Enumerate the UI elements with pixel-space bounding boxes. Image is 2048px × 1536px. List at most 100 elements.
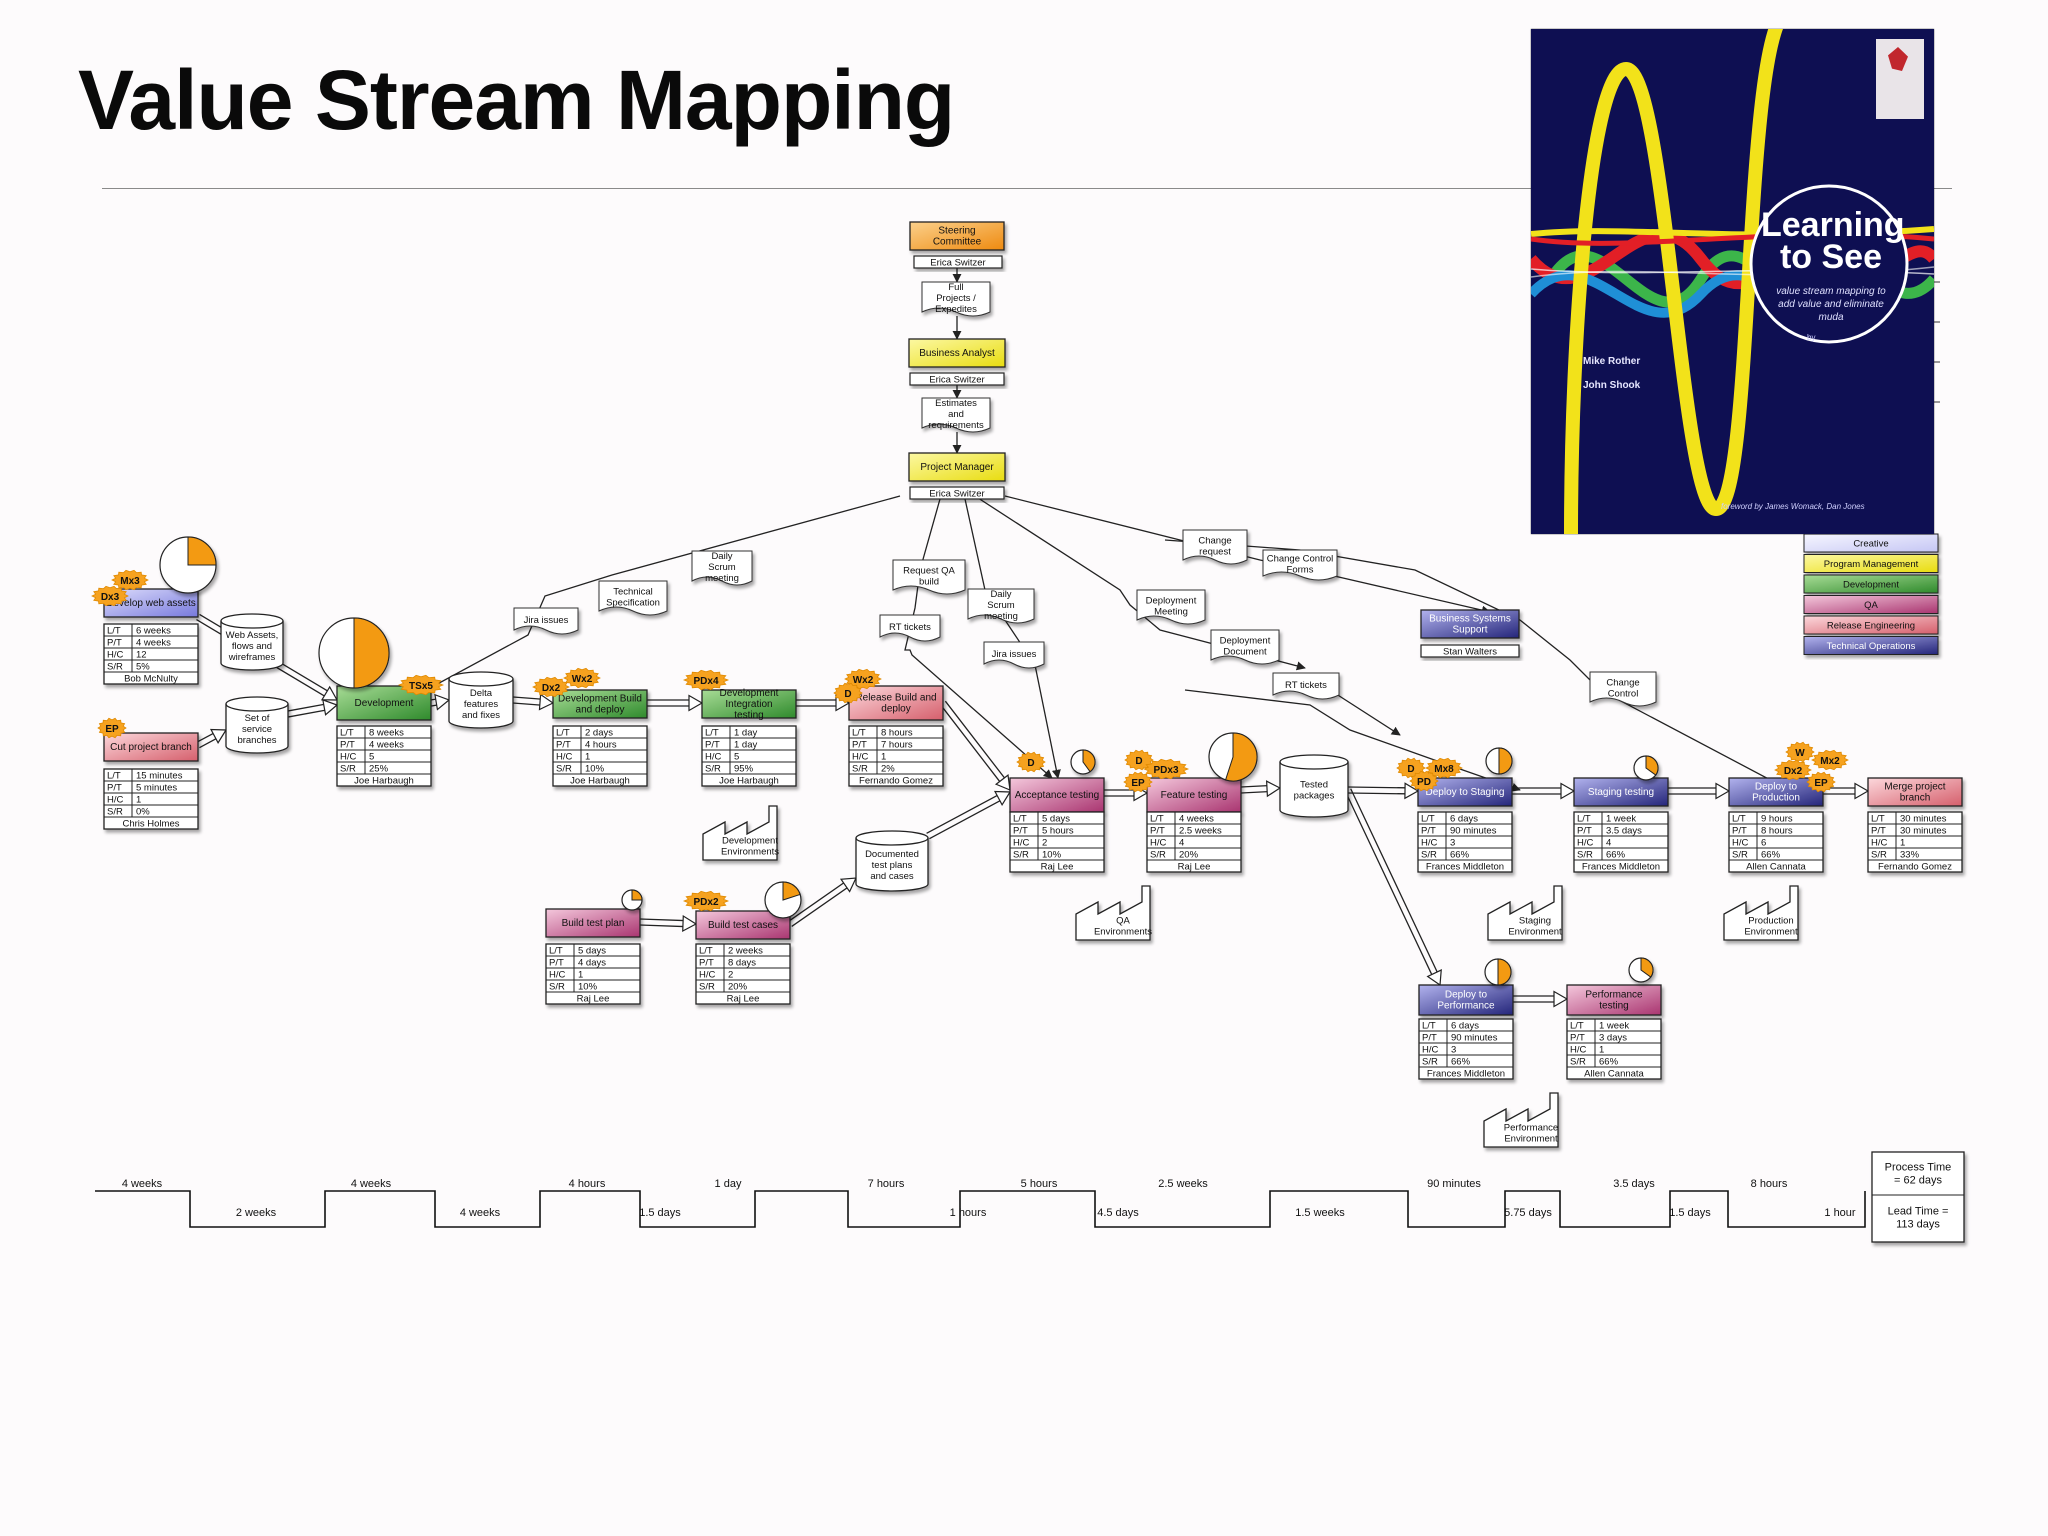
connector-line bbox=[974, 495, 1306, 671]
push-arrow-head bbox=[322, 699, 339, 716]
process-stgtest: Staging testing bbox=[1573, 777, 1669, 807]
factory-shape bbox=[1487, 885, 1563, 941]
push-arrow-head bbox=[320, 685, 339, 701]
legend-item: Technical Operations bbox=[1827, 641, 1916, 652]
book-cover-art bbox=[1531, 29, 1934, 534]
metrics-table bbox=[1566, 1018, 1662, 1080]
metric-key: P/T bbox=[1422, 1032, 1437, 1043]
burst-label: PDx4 bbox=[693, 676, 718, 687]
metric-owner: Raj Lee bbox=[727, 993, 760, 1004]
metric-value: 90 minutes bbox=[1451, 1032, 1498, 1043]
metric-key: H/C bbox=[1013, 837, 1030, 848]
metric-value: 66% bbox=[1761, 849, 1781, 860]
burst-shape bbox=[682, 669, 730, 691]
process-box bbox=[908, 452, 1006, 482]
note-shape bbox=[1262, 549, 1338, 581]
burst-label: Dx3 bbox=[101, 592, 120, 603]
note-jira-issues-2: Jira issues bbox=[983, 641, 1045, 669]
title-divider bbox=[102, 188, 1952, 189]
metric-key: S/R bbox=[1577, 849, 1593, 860]
metric-value: 33% bbox=[1900, 849, 1920, 860]
burst-label: TSx5 bbox=[409, 681, 433, 692]
metrics-table bbox=[1417, 811, 1513, 873]
timeline-wait-time: 4.5 days bbox=[1097, 1207, 1139, 1219]
inventory-cylinder bbox=[220, 613, 284, 671]
process-box bbox=[1418, 984, 1514, 1016]
burst-shape bbox=[844, 668, 882, 690]
timeline-value-time: 4 weeks bbox=[122, 1178, 163, 1190]
note-label: Jira issues bbox=[524, 615, 569, 626]
burst-feature-ep: EP bbox=[1123, 771, 1153, 793]
note-shape bbox=[691, 550, 753, 586]
burst-feature-pdx3: PDx3 bbox=[1142, 758, 1190, 780]
burst-label: D bbox=[1027, 758, 1034, 769]
pie-fill bbox=[1498, 747, 1513, 775]
metric-value: 20% bbox=[1179, 849, 1199, 860]
pie-fill bbox=[782, 881, 801, 901]
metric-value: 8 hours bbox=[1761, 825, 1793, 836]
metric-value: 1 bbox=[1900, 837, 1905, 848]
metric-key: H/C bbox=[556, 751, 573, 762]
burst-shape bbox=[1409, 770, 1439, 792]
metric-value: 5% bbox=[136, 661, 150, 672]
metric-value: 8 hours bbox=[881, 727, 913, 738]
burst-shape bbox=[111, 569, 149, 591]
publisher-logo bbox=[1876, 39, 1924, 119]
process-box bbox=[1009, 777, 1105, 813]
burst-btc-pdx2: PDx2 bbox=[682, 890, 730, 912]
timeline-wait-time: 4 weeks bbox=[460, 1207, 501, 1219]
metric-value: 9 hours bbox=[1761, 813, 1793, 824]
business-analyst-box: Business Analyst bbox=[908, 338, 1006, 368]
push-arrow-head bbox=[839, 877, 857, 893]
metric-value: 1 bbox=[578, 969, 583, 980]
metric-owner: Frances Middleton bbox=[1582, 861, 1660, 872]
metric-key: S/R bbox=[1422, 1056, 1438, 1067]
metric-key: P/T bbox=[1421, 825, 1436, 836]
metric-value: 4 hours bbox=[585, 739, 617, 750]
metric-key: P/T bbox=[107, 782, 122, 793]
burst-build-wx2: Wx2 bbox=[563, 667, 601, 689]
inventory-cylinder bbox=[1279, 754, 1349, 818]
pie-web bbox=[159, 536, 217, 594]
metric-key: P/T bbox=[1150, 825, 1165, 836]
metric-value: 6 days bbox=[1451, 1020, 1479, 1031]
metric-value: 1 day bbox=[734, 739, 757, 750]
process-accept: Acceptance testing bbox=[1009, 777, 1105, 813]
note-label: RT tickets bbox=[1285, 680, 1327, 691]
ba-owner: Erica Switzer bbox=[909, 372, 1005, 386]
metric-owner: Allen Cannata bbox=[1746, 861, 1806, 872]
legend-swatch bbox=[1803, 574, 1939, 594]
metric-key: P/T bbox=[1871, 825, 1886, 836]
inventory-cylinder bbox=[855, 830, 929, 892]
metric-value: 15 minutes bbox=[136, 770, 183, 781]
owner-box bbox=[909, 372, 1005, 386]
metric-value: 1 bbox=[585, 751, 590, 762]
metric-key: P/T bbox=[705, 739, 720, 750]
metric-key: H/C bbox=[1421, 837, 1438, 848]
push-arrow-head bbox=[994, 774, 1011, 791]
burst-label: EP bbox=[105, 724, 119, 735]
push-feature-tested bbox=[1241, 790, 1269, 794]
metric-key: L/T bbox=[340, 727, 354, 738]
push-doctests-accept bbox=[926, 794, 999, 834]
burst-accept-d: D bbox=[1016, 751, 1046, 773]
timeline-wait-time: 1 hour bbox=[1824, 1207, 1856, 1219]
metric-key: P/T bbox=[852, 739, 867, 750]
pie-feature bbox=[1208, 732, 1258, 782]
metric-key: S/R bbox=[107, 661, 123, 672]
metric-key: P/T bbox=[699, 957, 714, 968]
metric-value: 95% bbox=[734, 763, 754, 774]
burst-label: EP bbox=[1814, 778, 1828, 789]
metric-key: S/R bbox=[549, 981, 565, 992]
metric-value: 1 day bbox=[734, 727, 757, 738]
